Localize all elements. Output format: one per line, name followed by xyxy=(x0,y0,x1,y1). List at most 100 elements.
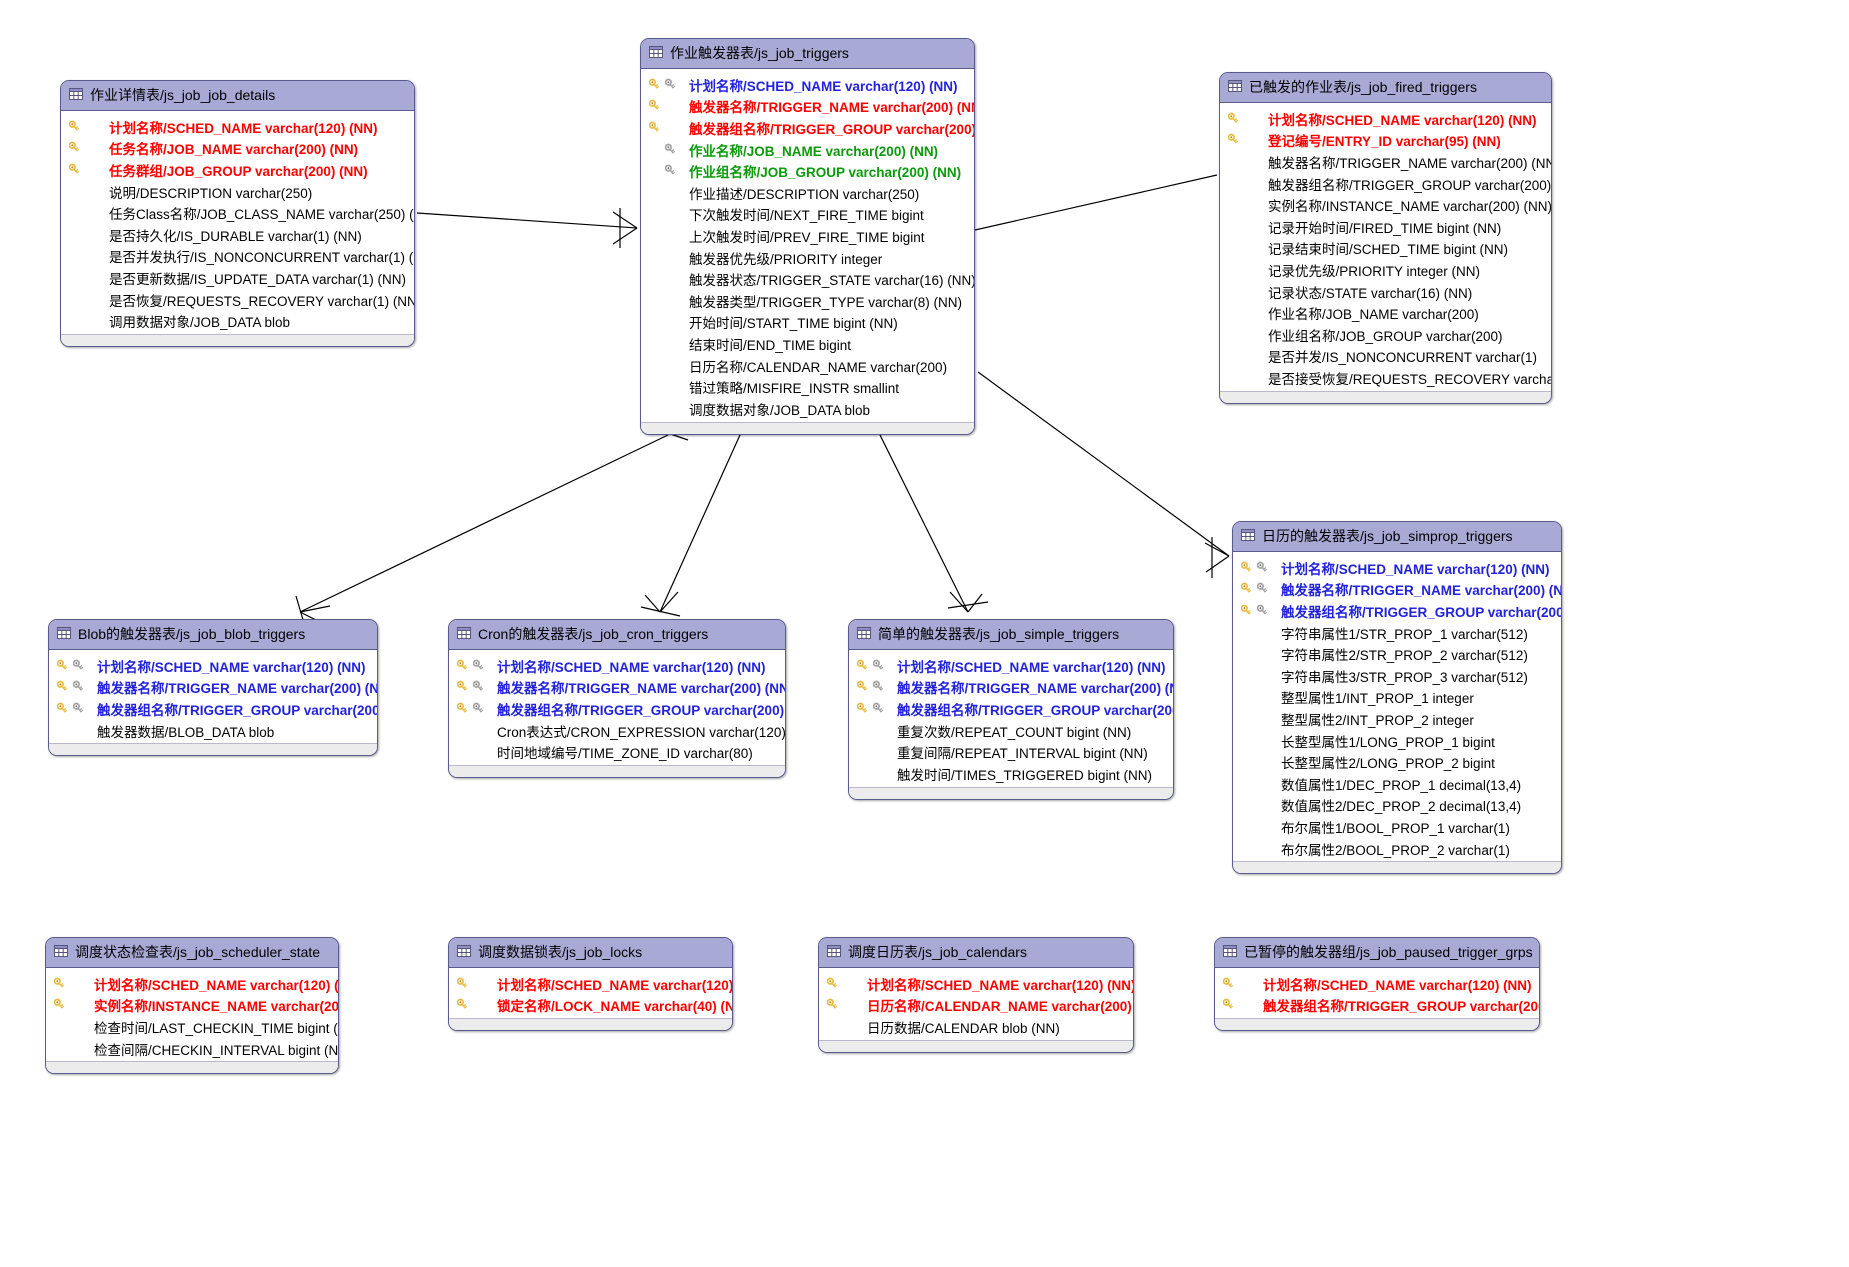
column-row[interactable]: 调度数据对象/JOB_DATA blob xyxy=(641,398,974,420)
column-row[interactable]: 触发器组名称/TRIGGER_GROUP varchar(200) (NN) xyxy=(641,117,974,139)
column-row[interactable]: 触发器名称/TRIGGER_NAME varchar(200) (NN) xyxy=(49,677,377,699)
column-row[interactable]: 触发器数据/BLOB_DATA blob xyxy=(49,720,377,742)
entity-table-fired_triggers[interactable]: 已触发的作业表/js_job_fired_triggers 计划名称/SCHED_… xyxy=(1219,72,1552,404)
column-row[interactable]: 触发器状态/TRIGGER_STATE varchar(16) (NN) xyxy=(641,268,974,290)
column-row[interactable]: 检查时间/LAST_CHECKIN_TIME bigint (NN) xyxy=(46,1016,338,1038)
column-row[interactable]: 重复间隔/REPEAT_INTERVAL bigint (NN) xyxy=(849,741,1173,763)
column-row[interactable]: 作业组名称/JOB_GROUP varchar(200) xyxy=(1220,324,1551,346)
column-row[interactable]: 任务Class名称/JOB_CLASS_NAME varchar(250) (N… xyxy=(61,202,414,224)
column-row[interactable]: 计划名称/SCHED_NAME varchar(120) (NN) xyxy=(819,973,1133,995)
column-row[interactable]: 记录优先级/PRIORITY integer (NN) xyxy=(1220,259,1551,281)
column-row[interactable]: 计划名称/SCHED_NAME varchar(120) (NN) xyxy=(49,655,377,677)
column-row[interactable]: 触发器组名称/TRIGGER_GROUP varchar(200) (NN) xyxy=(449,698,785,720)
column-row[interactable]: 重复次数/REPEAT_COUNT bigint (NN) xyxy=(849,720,1173,742)
column-row[interactable]: Cron表达式/CRON_EXPRESSION varchar(120) (NN… xyxy=(449,720,785,742)
column-row[interactable]: 计划名称/SCHED_NAME varchar(120) (NN) xyxy=(1220,108,1551,130)
column-row[interactable]: 字符串属性2/STR_PROP_2 varchar(512) xyxy=(1233,643,1561,665)
column-row[interactable]: 长整型属性1/LONG_PROP_1 bigint xyxy=(1233,730,1561,752)
entity-table-calendars[interactable]: 调度日历表/js_job_calendars 计划名称/SCHED_NAME va… xyxy=(818,937,1134,1053)
column-row[interactable]: 日历名称/CALENDAR_NAME varchar(200) (NN) xyxy=(819,995,1133,1017)
column-row[interactable]: 调用数据对象/JOB_DATA blob xyxy=(61,310,414,332)
column-row[interactable]: 触发器类型/TRIGGER_TYPE varchar(8) (NN) xyxy=(641,290,974,312)
column-row[interactable]: 记录状态/STATE varchar(16) (NN) xyxy=(1220,281,1551,303)
column-row[interactable]: 长整型属性2/LONG_PROP_2 bigint xyxy=(1233,751,1561,773)
column-row[interactable]: 实例名称/INSTANCE_NAME varchar(200) (NN) xyxy=(1220,194,1551,216)
entity-table-header-simple_triggers[interactable]: 简单的触发器表/js_job_simple_triggers xyxy=(849,620,1173,650)
column-row[interactable]: 上次触发时间/PREV_FIRE_TIME bigint xyxy=(641,225,974,247)
entity-table-header-fired_triggers[interactable]: 已触发的作业表/js_job_fired_triggers xyxy=(1220,73,1551,103)
column-row[interactable]: 字符串属性3/STR_PROP_3 varchar(512) xyxy=(1233,665,1561,687)
column-row[interactable]: 触发器组名称/TRIGGER_GROUP varchar(200) (NN) xyxy=(1233,600,1561,622)
column-row[interactable]: 触发器组名称/TRIGGER_GROUP varchar(200) (NN) xyxy=(49,698,377,720)
column-row[interactable]: 触发器名称/TRIGGER_NAME varchar(200) (NN) xyxy=(641,96,974,118)
column-row[interactable]: 触发器组名称/TRIGGER_GROUP varchar(200) (NN) xyxy=(1220,173,1551,195)
column-row[interactable]: 日历名称/CALENDAR_NAME varchar(200) xyxy=(641,355,974,377)
column-row[interactable]: 是否恢复/REQUESTS_RECOVERY varchar(1) (NN) xyxy=(61,289,414,311)
column-row[interactable]: 触发器名称/TRIGGER_NAME varchar(200) (NN) xyxy=(449,677,785,699)
column-row[interactable]: 锁定名称/LOCK_NAME varchar(40) (NN) xyxy=(449,995,732,1017)
column-row[interactable]: 任务群组/JOB_GROUP varchar(200) (NN) xyxy=(61,159,414,181)
column-row[interactable]: 触发器名称/TRIGGER_NAME varchar(200) (NN) xyxy=(1233,579,1561,601)
entity-table-job_details[interactable]: 作业详情表/js_job_job_details 计划名称/SCHED_NAME … xyxy=(60,80,415,347)
column-row[interactable]: 实例名称/INSTANCE_NAME varchar(200) (NN) xyxy=(46,995,338,1017)
entity-table-header-calendars[interactable]: 调度日历表/js_job_calendars xyxy=(819,938,1133,968)
entity-table-paused_trigger_grps[interactable]: 已暂停的触发器组/js_job_paused_trigger_grps 计划名称/… xyxy=(1214,937,1540,1032)
entity-table-header-blob_triggers[interactable]: Blob的触发器表/js_job_blob_triggers xyxy=(49,620,377,650)
column-row[interactable]: 触发器名称/TRIGGER_NAME varchar(200) (NN) xyxy=(849,677,1173,699)
column-row[interactable]: 登记编号/ENTRY_ID varchar(95) (NN) xyxy=(1220,130,1551,152)
entity-table-header-paused_trigger_grps[interactable]: 已暂停的触发器组/js_job_paused_trigger_grps xyxy=(1215,938,1539,968)
column-row[interactable]: 布尔属性1/BOOL_PROP_1 varchar(1) xyxy=(1233,816,1561,838)
column-row[interactable]: 是否接受恢复/REQUESTS_RECOVERY varchar(1) xyxy=(1220,367,1551,389)
column-row[interactable]: 作业描述/DESCRIPTION varchar(250) xyxy=(641,182,974,204)
entity-table-scheduler_state[interactable]: 调度状态检查表/js_job_scheduler_state 计划名称/SCHED… xyxy=(45,937,339,1075)
column-row[interactable]: 记录结束时间/SCHED_TIME bigint (NN) xyxy=(1220,238,1551,260)
column-row[interactable]: 是否更新数据/IS_UPDATE_DATA varchar(1) (NN) xyxy=(61,267,414,289)
column-row[interactable]: 触发器组名称/TRIGGER_GROUP varchar(200) (NN) xyxy=(849,698,1173,720)
column-row[interactable]: 布尔属性2/BOOL_PROP_2 varchar(1) xyxy=(1233,838,1561,860)
entity-table-header-scheduler_state[interactable]: 调度状态检查表/js_job_scheduler_state xyxy=(46,938,338,968)
entity-table-header-job_triggers[interactable]: 作业触发器表/js_job_triggers xyxy=(641,39,974,69)
column-row[interactable]: 开始时间/START_TIME bigint (NN) xyxy=(641,312,974,334)
column-row[interactable]: 触发器优先级/PRIORITY integer xyxy=(641,247,974,269)
column-row[interactable]: 下次触发时间/NEXT_FIRE_TIME bigint xyxy=(641,204,974,226)
column-row[interactable]: 作业名称/JOB_NAME varchar(200) xyxy=(1220,302,1551,324)
column-row[interactable]: 日历数据/CALENDAR blob (NN) xyxy=(819,1016,1133,1038)
entity-table-blob_triggers[interactable]: Blob的触发器表/js_job_blob_triggers 计划名称/SCHED… xyxy=(48,619,378,757)
column-row[interactable]: 是否持久化/IS_DURABLE varchar(1) (NN) xyxy=(61,224,414,246)
column-row[interactable]: 检查间隔/CHECKIN_INTERVAL bigint (NN) xyxy=(46,1038,338,1060)
column-row[interactable]: 数值属性2/DEC_PROP_2 decimal(13,4) xyxy=(1233,795,1561,817)
column-row[interactable]: 错过策略/MISFIRE_INSTR smallint xyxy=(641,376,974,398)
column-row[interactable]: 数值属性1/DEC_PROP_1 decimal(13,4) xyxy=(1233,773,1561,795)
column-row[interactable]: 触发时间/TIMES_TRIGGERED bigint (NN) xyxy=(849,763,1173,785)
entity-table-header-job_details[interactable]: 作业详情表/js_job_job_details xyxy=(61,81,414,111)
column-row[interactable]: 触发器组名称/TRIGGER_GROUP varchar(200) (NN) xyxy=(1215,995,1539,1017)
column-row[interactable]: 计划名称/SCHED_NAME varchar(120) (NN) xyxy=(849,655,1173,677)
entity-table-header-simprop_triggers[interactable]: 日历的触发器表/js_job_simprop_triggers xyxy=(1233,522,1561,552)
column-row[interactable]: 作业名称/JOB_NAME varchar(200) (NN) xyxy=(641,139,974,161)
column-row[interactable]: 计划名称/SCHED_NAME varchar(120) (NN) xyxy=(449,973,732,995)
column-row[interactable]: 字符串属性1/STR_PROP_1 varchar(512) xyxy=(1233,622,1561,644)
column-row[interactable]: 计划名称/SCHED_NAME varchar(120) (NN) xyxy=(61,116,414,138)
entity-table-job_triggers[interactable]: 作业触发器表/js_job_triggers 计划名称/SCHED_NAME va… xyxy=(640,38,975,435)
column-row[interactable]: 计划名称/SCHED_NAME varchar(120) (NN) xyxy=(449,655,785,677)
entity-table-cron_triggers[interactable]: Cron的触发器表/js_job_cron_triggers 计划名称/SCHED… xyxy=(448,619,786,778)
entity-table-simple_triggers[interactable]: 简单的触发器表/js_job_simple_triggers 计划名称/SCHED… xyxy=(848,619,1174,800)
column-row[interactable]: 是否并发执行/IS_NONCONCURRENT varchar(1) (NN) xyxy=(61,246,414,268)
column-row[interactable]: 说明/DESCRIPTION varchar(250) xyxy=(61,181,414,203)
entity-table-header-cron_triggers[interactable]: Cron的触发器表/js_job_cron_triggers xyxy=(449,620,785,650)
entity-table-locks[interactable]: 调度数据锁表/js_job_locks 计划名称/SCHED_NAME varch… xyxy=(448,937,733,1032)
column-row[interactable]: 计划名称/SCHED_NAME varchar(120) (NN) xyxy=(46,973,338,995)
column-row[interactable]: 任务名称/JOB_NAME varchar(200) (NN) xyxy=(61,138,414,160)
column-row[interactable]: 计划名称/SCHED_NAME varchar(120) (NN) xyxy=(1215,973,1539,995)
entity-table-header-locks[interactable]: 调度数据锁表/js_job_locks xyxy=(449,938,732,968)
column-row[interactable]: 时间地域编号/TIME_ZONE_ID varchar(80) xyxy=(449,741,785,763)
column-row[interactable]: 计划名称/SCHED_NAME varchar(120) (NN) xyxy=(1233,557,1561,579)
entity-table-simprop_triggers[interactable]: 日历的触发器表/js_job_simprop_triggers 计划名称/SCHE… xyxy=(1232,521,1562,875)
column-row[interactable]: 记录开始时间/FIRED_TIME bigint (NN) xyxy=(1220,216,1551,238)
column-row[interactable]: 计划名称/SCHED_NAME varchar(120) (NN) xyxy=(641,74,974,96)
column-row[interactable]: 是否并发/IS_NONCONCURRENT varchar(1) xyxy=(1220,346,1551,368)
column-row[interactable]: 作业组名称/JOB_GROUP varchar(200) (NN) xyxy=(641,160,974,182)
column-row[interactable]: 结束时间/END_TIME bigint xyxy=(641,333,974,355)
column-row[interactable]: 触发器名称/TRIGGER_NAME varchar(200) (NN) xyxy=(1220,151,1551,173)
column-row[interactable]: 整型属性1/INT_PROP_1 integer xyxy=(1233,687,1561,709)
